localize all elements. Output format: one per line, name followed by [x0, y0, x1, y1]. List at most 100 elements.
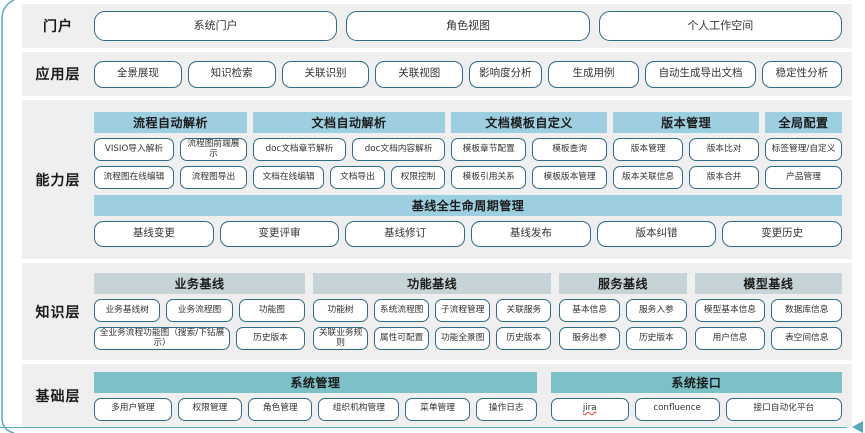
cap-item-tag-management[interactable]: 标签管理/自定义: [765, 138, 842, 161]
capability-row: 模板引用关系 模板版本管理: [451, 166, 608, 189]
layer-foundation: 基础层 系统管理 多用户管理 权限管理 角色管理 组织机构管理 菜单管理 操作日…: [22, 364, 852, 428]
know-item-database-info[interactable]: 数据库信息: [771, 299, 842, 322]
know-item-system-flowchart[interactable]: 系统流程图: [374, 299, 430, 322]
group-title-business-baseline: 业务基线: [94, 273, 306, 294]
know-item-function-diagram[interactable]: 功能图: [238, 299, 306, 322]
know-item-subprocess-mgmt[interactable]: 子流程管理: [435, 299, 491, 322]
cap-item-template-version-mgmt[interactable]: 模板版本管理: [532, 166, 608, 189]
base-item-api-automation-platform[interactable]: 接口自动化平台: [725, 397, 842, 421]
base-item-menu-mgmt[interactable]: 菜单管理: [405, 397, 470, 421]
cap-item-doc-online-edit[interactable]: 文档在线编辑: [252, 166, 325, 189]
capability-body: 流程自动解析 VISIO导入解析 流程图前端展示 流程图在线编辑 流程图导出 文…: [94, 107, 852, 252]
base-item-operation-log[interactable]: 操作日志: [475, 397, 537, 421]
cap-item-flow-frontend[interactable]: 流程图前端展示: [179, 138, 247, 161]
layer-label-application: 应用层: [35, 67, 81, 83]
capability-group-global-config: 全局配置 标签管理/自定义 产品管理: [765, 112, 842, 189]
group-title-doc-parse: 文档自动解析: [252, 112, 446, 133]
capability-row: 文档在线编辑 文档导出 权限控制: [252, 166, 446, 189]
baseline-item-version-correction[interactable]: 版本纠错: [596, 221, 717, 247]
cap-item-version-compare[interactable]: 版本比对: [689, 138, 760, 161]
know-item-model-basic-info[interactable]: 模型基本信息: [694, 299, 766, 322]
foundation-body: 系统管理 多用户管理 权限管理 角色管理 组织机构管理 菜单管理 操作日志 系统…: [94, 368, 852, 425]
layer-label-portal: 门户: [43, 19, 73, 35]
capability-row: 版本关联信息 版本合并: [613, 166, 760, 189]
base-item-role-mgmt[interactable]: 角色管理: [248, 397, 313, 421]
know-item-tablespace-info[interactable]: 表空间信息: [771, 327, 842, 350]
cap-item-flow-export[interactable]: 流程图导出: [179, 166, 247, 189]
group-title-flow-parse: 流程自动解析: [94, 112, 247, 133]
app-item-0[interactable]: 全景展现: [94, 60, 182, 88]
cap-item-flow-online-edit[interactable]: 流程图在线编辑: [94, 166, 174, 189]
cap-item-doc-chapter-parse[interactable]: doc文档章节解析: [252, 138, 347, 161]
bottom-arrow-icon: [852, 421, 863, 433]
baseline-item-change-review[interactable]: 变更评审: [219, 221, 340, 247]
knowledge-row: 用户信息 表空间信息: [694, 327, 842, 350]
capability-row: 标签管理/自定义: [765, 138, 842, 161]
cap-item-doc-content-parse[interactable]: doc文档内容解析: [352, 138, 446, 161]
cap-item-version-relation-info[interactable]: 版本关联信息: [613, 166, 684, 189]
layer-knowledge: 知识层 业务基线 业务基线树 业务流程图 功能图 全业务流程功能图（搜索/下钻展…: [22, 263, 852, 360]
know-item-service-output-param[interactable]: 服务出参: [559, 327, 620, 350]
cap-item-template-chapter-config[interactable]: 模板章节配置: [451, 138, 527, 161]
knowledge-group-model-baseline: 模型基线 模型基本信息 数据库信息 用户信息 表空间信息: [694, 273, 842, 350]
knowledge-row: 功能树 系统流程图 子流程管理 关联服务: [313, 299, 552, 322]
know-item-related-service[interactable]: 关联服务: [496, 299, 552, 322]
knowledge-row: 模型基本信息 数据库信息: [694, 299, 842, 322]
capability-group-doc-template: 文档模板自定义 模板章节配置 模板查询 模板引用关系 模板版本管理: [451, 112, 608, 189]
know-item-history-version[interactable]: 历史版本: [496, 327, 552, 350]
portal-item-1[interactable]: 角色视图: [346, 11, 590, 41]
know-item-history-version[interactable]: 历史版本: [625, 327, 687, 350]
base-item-confluence[interactable]: confluence: [634, 397, 720, 421]
layer-label-capability: 能力层: [35, 172, 81, 189]
knowledge-row: 业务基线树 业务流程图 功能图: [94, 299, 306, 322]
app-item-4[interactable]: 影响度分析: [469, 60, 542, 88]
app-item-7[interactable]: 稳定性分析: [761, 60, 843, 88]
portal-item-2[interactable]: 个人工作空间: [598, 11, 842, 41]
knowledge-group-business-baseline: 业务基线 业务基线树 业务流程图 功能图 全业务流程功能图（搜索/下钻展示） 历…: [94, 273, 306, 350]
capability-group-version-mgmt: 版本管理 版本管理 版本比对 版本关联信息 版本合并: [613, 112, 760, 189]
cap-item-version-mgmt[interactable]: 版本管理: [613, 138, 684, 161]
knowledge-row: 关联业务规则 属性可配置 功能全景图 历史版本: [313, 327, 552, 350]
base-item-jira[interactable]: jira: [550, 397, 629, 421]
know-item-history-version[interactable]: 历史版本: [236, 327, 306, 350]
cap-item-template-reference[interactable]: 模板引用关系: [451, 166, 527, 189]
cap-item-version-merge[interactable]: 版本合并: [689, 166, 760, 189]
baseline-item-change-history[interactable]: 变更历史: [722, 221, 843, 247]
know-item-full-business-flow-diagram[interactable]: 全业务流程功能图（搜索/下钻展示）: [94, 327, 231, 350]
baseline-item-publish[interactable]: 基线发布: [471, 221, 591, 247]
base-item-permission-mgmt[interactable]: 权限管理: [177, 397, 242, 421]
know-item-related-business-rule[interactable]: 关联业务规则: [313, 327, 369, 350]
know-item-attribute-configurable[interactable]: 属性可配置: [374, 327, 430, 350]
capability-groups: 流程自动解析 VISIO导入解析 流程图前端展示 流程图在线编辑 流程图导出 文…: [94, 112, 842, 189]
group-title-baseline-lifecycle: 基线全生命周期管理: [94, 195, 842, 216]
know-item-business-baseline-tree[interactable]: 业务基线树: [94, 299, 161, 322]
know-item-service-input-param[interactable]: 服务入参: [625, 299, 687, 322]
cap-item-doc-export[interactable]: 文档导出: [330, 166, 385, 189]
cap-item-visio-import[interactable]: VISIO导入解析: [94, 138, 174, 161]
capability-row: 模板章节配置 模板查询: [451, 138, 608, 161]
know-item-function-tree[interactable]: 功能树: [313, 299, 369, 322]
portal-item-0[interactable]: 系统门户: [94, 11, 338, 41]
app-item-5[interactable]: 生成用例: [547, 60, 640, 88]
know-item-function-panorama[interactable]: 功能全景图: [435, 327, 491, 350]
knowledge-row: 基本信息 服务入参: [559, 299, 687, 322]
know-item-user-info[interactable]: 用户信息: [694, 327, 766, 350]
capability-row: VISIO导入解析 流程图前端展示: [94, 138, 247, 161]
base-item-org-structure-mgmt[interactable]: 组织机构管理: [318, 397, 400, 421]
app-item-6[interactable]: 自动生成导出文档: [645, 60, 756, 88]
app-item-1[interactable]: 知识检索: [187, 60, 276, 88]
app-item-2[interactable]: 关联识别: [281, 60, 370, 88]
cap-item-product-management[interactable]: 产品管理: [765, 166, 842, 189]
cap-item-permission-control[interactable]: 权限控制: [390, 166, 446, 189]
baseline-lifecycle-block: 基线全生命周期管理 基线变更 变更评审 基线修订 基线发布 版本纠错 变更历史: [94, 195, 843, 247]
cap-item-template-query[interactable]: 模板查询: [532, 138, 608, 161]
base-item-multi-user-mgmt[interactable]: 多用户管理: [94, 397, 172, 421]
know-item-business-flowchart[interactable]: 业务流程图: [166, 299, 233, 322]
app-item-3[interactable]: 关联视图: [375, 60, 464, 88]
jira-label: jira: [582, 403, 597, 414]
baseline-item-revision[interactable]: 基线修订: [345, 221, 466, 247]
know-item-basic-info[interactable]: 基本信息: [559, 299, 620, 322]
baseline-item-change[interactable]: 基线变更: [94, 221, 214, 247]
layer-label-foundation: 基础层: [35, 389, 81, 405]
